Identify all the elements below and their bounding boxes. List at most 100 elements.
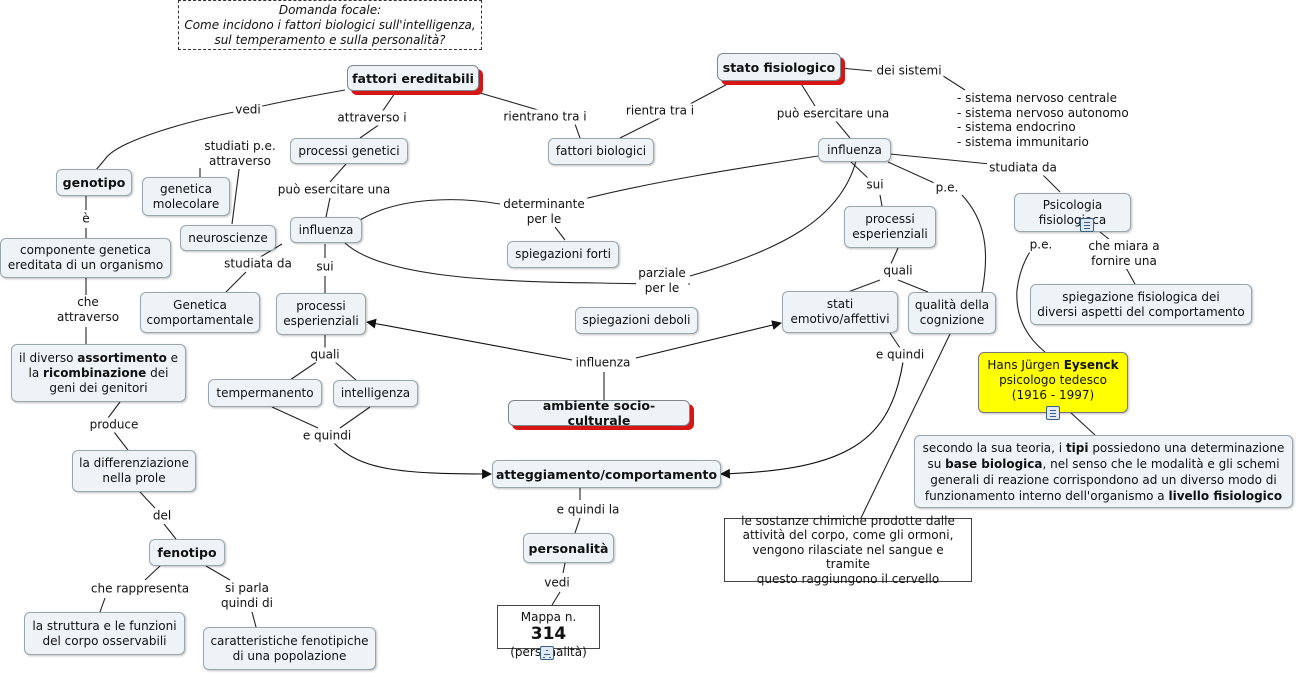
link-label-studiata-da: studiata da: [987, 160, 1059, 176]
node-differenziazione[interactable]: la differenziazione nella prole: [72, 450, 196, 492]
link-label-line: fornire una: [1091, 254, 1157, 268]
link-label-quali: quali: [881, 263, 915, 279]
node-qualita-cognizione[interactable]: qualità della cognizione: [908, 292, 996, 334]
node-processi-esperienziali-right[interactable]: processi esperienziali: [844, 206, 936, 248]
node-label: ambiente socio-culturale: [542, 398, 656, 428]
link-label-line: quindi di: [221, 596, 273, 610]
node-intelligenza[interactable]: intelligenza: [333, 380, 418, 407]
link-label-attraverso-i: attraverso i: [335, 110, 409, 126]
node-label-line: (1916 - 1997): [1011, 388, 1095, 402]
node-label-line: diversi aspetti del comportamento: [1037, 304, 1245, 319]
node-stato-fisiologico[interactable]: stato fisiologico: [717, 53, 841, 81]
node-processi-genetici[interactable]: processi genetici: [290, 138, 408, 164]
link-label-parziale: parziale per le: [636, 266, 688, 296]
link-label-che-attraverso: che attraverso: [54, 295, 122, 325]
node-processi-esperienziali-left[interactable]: processi esperienziali: [276, 293, 366, 335]
node-genetica-comportamentale[interactable]: Genetica comportamentale: [140, 292, 260, 333]
note-icon[interactable]: [1046, 406, 1060, 420]
node-label-line: di una popolazione: [232, 648, 347, 663]
node-teoria-eysenck[interactable]: secondo la sua teoria, i tipi possiedono…: [914, 435, 1293, 508]
node-personalita[interactable]: personalità: [523, 533, 614, 563]
focal-question-title: Domanda focale:: [278, 2, 382, 17]
note-icon[interactable]: [1080, 218, 1094, 232]
link-label-determinante: determinante per le: [501, 197, 587, 227]
node-label: atteggiamento/comportamento: [495, 466, 718, 482]
node-influenza-right[interactable]: influenza: [818, 138, 891, 162]
node-label-line: secondo la sua teoria, i tipi possiedono…: [923, 440, 1285, 456]
link-label-che-miara: che miara a fornire una: [1086, 239, 1162, 269]
text-part-bold: base biologica: [945, 456, 1043, 471]
node-label: influenza: [298, 222, 354, 237]
link-label-line: studiati p.e.: [204, 139, 276, 153]
node-fattori-ereditabili[interactable]: fattori ereditabili: [347, 65, 479, 91]
node-genotipo[interactable]: genotipo: [56, 169, 132, 196]
link-label-line: attraverso: [56, 310, 120, 324]
node-ambiente-socio-culturale[interactable]: ambiente socio-culturale: [508, 398, 690, 428]
node-struttura-funzioni[interactable]: la struttura e le funzioni del corpo oss…: [24, 612, 185, 655]
node-fattori-biologici[interactable]: fattori biologici: [548, 138, 654, 165]
focal-question: Domanda focale: Come incidono i fattori …: [178, 0, 482, 50]
node-label: influenza: [827, 142, 882, 157]
node-label-line: componente genetica: [19, 243, 152, 257]
node-label-line: del corpo osservabili: [42, 633, 167, 648]
systems-item: - sistema endocrino: [957, 120, 1076, 134]
node-atteggiamento-comportamento[interactable]: atteggiamento/comportamento: [492, 460, 721, 488]
concept-map-link-icon[interactable]: [540, 646, 554, 660]
node-label: tempermanento: [216, 385, 314, 400]
node-label: fenotipo: [157, 545, 217, 560]
node-spiegazione-fisiologica[interactable]: spiegazione fisiologica dei diversi aspe…: [1030, 284, 1252, 325]
node-mappa-314[interactable]: Mappa n. 314 (personalità): [497, 605, 600, 659]
node-eysenck[interactable]: Hans Jürgen Eysenck psicologo tedesco (1…: [978, 352, 1128, 413]
node-label-line: qualità della: [914, 298, 990, 312]
text-part-bold: Eysenck: [1063, 358, 1119, 372]
text-part: secondo la sua teoria, i: [922, 440, 1066, 455]
node-spiegazioni-forti[interactable]: spiegazioni forti: [507, 241, 619, 268]
focal-question-line2: sul temperamento e sulla personalità?: [214, 32, 446, 47]
text-part-bold: ricombinazione: [43, 365, 147, 380]
text-part-bold: livello fisiologico: [1168, 488, 1283, 503]
link-label-e: è: [80, 211, 92, 227]
link-label-vedi: vedi: [542, 575, 572, 591]
link-label-rientrano-tra-i: rientrano tra i: [501, 109, 589, 125]
link-label-sui: sui: [314, 259, 336, 275]
node-label-line: questo raggiungono il cervello: [756, 571, 940, 586]
node-sostanze-chimiche[interactable]: le sostanze chimiche prodotte dalle atti…: [724, 514, 972, 586]
node-label: spiegazioni deboli: [582, 313, 691, 327]
node-label-line: comportamentale: [146, 312, 254, 327]
node-label-line: processi: [296, 299, 346, 313]
link-label-line: per le: [526, 212, 562, 226]
node-diverso-assortimento[interactable]: il diverso assortimento e la ricombinazi…: [11, 344, 186, 402]
node-spiegazioni-deboli[interactable]: spiegazioni deboli: [575, 307, 698, 334]
node-label: personalità: [528, 540, 609, 556]
link-label-produce: produce: [87, 417, 141, 433]
node-componente-genetica[interactable]: componente genetica ereditata di un orga…: [0, 238, 171, 278]
node-tempermanento[interactable]: tempermanento: [208, 379, 322, 407]
node-influenza-left[interactable]: influenza: [290, 217, 362, 243]
node-fenotipo[interactable]: fenotipo: [149, 539, 225, 566]
link-label-del: del: [150, 508, 174, 524]
node-psicologia-fisiologica[interactable]: Psicologia fisiologioca: [1014, 193, 1131, 232]
node-label: genotipo: [62, 175, 126, 190]
link-label-line: determinante: [503, 197, 585, 211]
node-genetica-molecolare[interactable]: genetica molecolare: [142, 177, 230, 216]
node-label-line: processi: [865, 212, 915, 226]
text-part: su: [927, 456, 946, 471]
node-neuroscienze[interactable]: neuroscienze: [180, 225, 276, 251]
node-label-line: ereditata di un organismo: [7, 258, 164, 272]
node-label-line: esperienziali: [283, 314, 359, 328]
link-label-quali: quali: [308, 347, 342, 363]
link-label-line: parziale: [638, 266, 686, 280]
node-label-line: genetica: [160, 181, 212, 196]
link-label-line: per le: [644, 281, 680, 295]
text-part: dei: [146, 365, 169, 380]
node-label-line: le sostanze chimiche prodotte dalle: [741, 513, 955, 528]
node-caratteristiche-fenotipiche[interactable]: caratteristiche fenotipiche di una popol…: [203, 627, 376, 670]
link-label-che-rappresenta: che rappresenta: [88, 581, 192, 597]
text-part: funzionamento interno dell'organismo a: [924, 488, 1169, 503]
node-stati-emotivo-affettivi[interactable]: stati emotivo/affettivi: [782, 291, 898, 333]
link-label-line: si parla: [224, 581, 269, 595]
node-label: intelligenza: [340, 386, 411, 400]
node-label: fattori ereditabili: [352, 70, 474, 86]
link-label-pe: p.e.: [933, 180, 961, 196]
node-label-line: stati: [826, 297, 854, 311]
